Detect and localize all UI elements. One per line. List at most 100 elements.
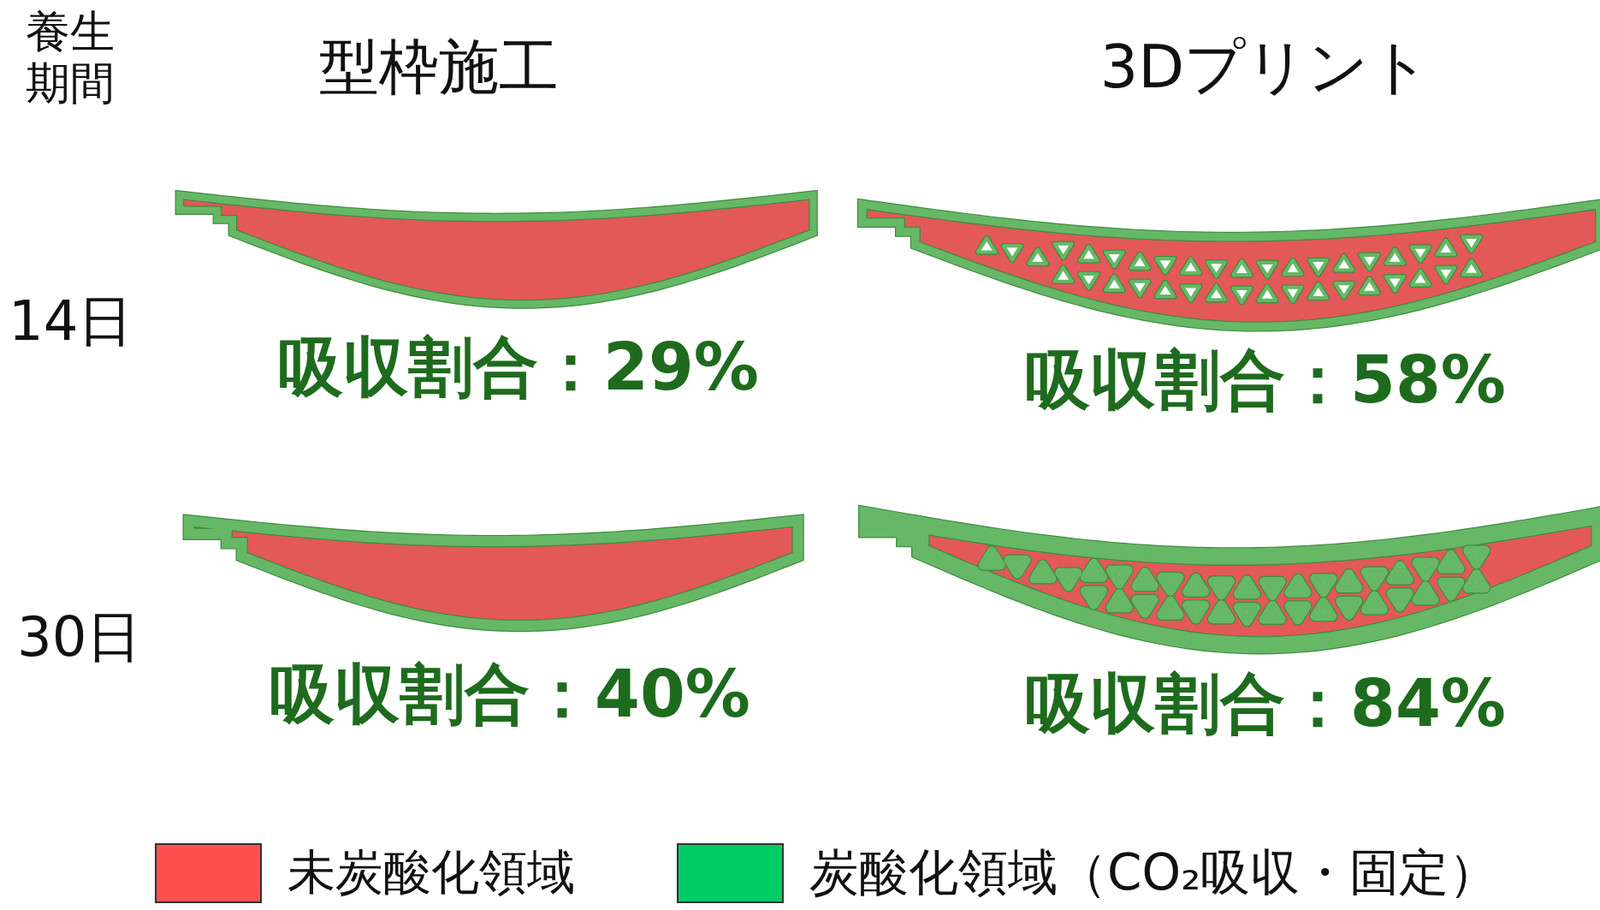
void-outline	[1339, 600, 1358, 615]
void-outline	[1258, 262, 1276, 277]
void-carbonated-ring	[1416, 562, 1435, 576]
void-carbonated-ring	[1110, 569, 1128, 584]
void-carbonated-ring	[1258, 286, 1276, 301]
printed-slab-30d	[867, 515, 1600, 645]
void-carbonated-ring	[1437, 267, 1455, 282]
void-outline	[1156, 282, 1174, 297]
void-carbonated-ring	[1442, 581, 1460, 596]
absorption-ratio: 吸収割合：29%	[278, 329, 759, 404]
void-carbonated-ring	[1136, 571, 1154, 586]
void-outline	[1207, 285, 1225, 300]
void-carbonated-ring	[1136, 598, 1154, 613]
void-carbonated-ring	[1212, 604, 1230, 619]
void-outline	[1335, 283, 1353, 297]
void-carbonated-ring	[1365, 595, 1383, 610]
void-carbonated-ring	[1339, 573, 1358, 587]
void-outline	[1335, 255, 1353, 270]
void-carbonated-ring	[1187, 577, 1205, 592]
void-outline	[1232, 288, 1251, 303]
legend-item: 炭酸化領域（CO₂吸収・固定）	[676, 841, 1499, 903]
void-outline	[1136, 571, 1154, 586]
void-carbonated-ring	[1463, 237, 1481, 251]
void-outline	[1105, 276, 1123, 291]
void-outline	[977, 237, 996, 252]
void-carbonated-ring	[1360, 254, 1378, 269]
void-outline	[1084, 562, 1103, 577]
void-outline	[1161, 576, 1180, 591]
void-outline	[1034, 564, 1052, 579]
void-outline	[1238, 607, 1256, 622]
void-outline	[1416, 586, 1435, 600]
void-carbonated-ring	[1207, 261, 1225, 276]
void-carbonated-ring	[1386, 276, 1404, 291]
void-outline	[1182, 285, 1200, 300]
void-carbonated-ring	[1003, 245, 1021, 260]
void-outline	[1386, 276, 1404, 291]
void-carbonated-ring	[1029, 249, 1047, 264]
void-carbonated-ring	[1105, 276, 1123, 291]
void-outline	[1054, 267, 1073, 282]
legend-item: 未炭酸化領域	[154, 841, 575, 903]
void-outline	[1187, 577, 1205, 592]
column-heading: 3Dプリント	[1100, 32, 1431, 102]
void-outline	[1212, 580, 1230, 595]
void-outline	[983, 551, 1001, 565]
void-carbonated-ring	[1084, 562, 1103, 577]
formwork-slab-30d-carbonated-skin	[189, 520, 799, 626]
void-outline	[1339, 573, 1358, 587]
formwork-slab-30d	[189, 520, 799, 626]
void-outline	[1309, 284, 1328, 298]
void-outline	[1391, 565, 1409, 580]
void-carbonated-ring	[1258, 262, 1276, 277]
void-outline	[1238, 580, 1256, 594]
void-outline	[1008, 559, 1026, 574]
row-label: 14日	[8, 290, 133, 354]
void-outline	[1207, 261, 1225, 276]
void-carbonated-ring	[1391, 565, 1409, 580]
void-carbonated-ring	[1315, 578, 1333, 593]
void-outline	[1079, 246, 1097, 261]
void-carbonated-ring	[1131, 281, 1149, 296]
void-outline	[1315, 578, 1333, 593]
void-outline	[1263, 580, 1281, 595]
void-outline	[1003, 245, 1021, 260]
void-outline	[1437, 267, 1455, 282]
void-outline	[1136, 598, 1154, 613]
void-carbonated-ring	[1034, 564, 1052, 579]
void-carbonated-ring	[1416, 586, 1435, 600]
void-outline	[1289, 605, 1307, 620]
void-outline	[1360, 278, 1378, 293]
void-carbonated-ring	[1060, 572, 1078, 587]
void-outline	[1161, 600, 1180, 615]
void-outline	[1411, 270, 1429, 285]
void-outline	[1437, 240, 1455, 255]
printed-slab-14d-carbonated-skin	[862, 204, 1600, 327]
void-outline	[1365, 595, 1383, 610]
legend-text: 未炭酸化領域	[287, 840, 575, 906]
void-outline	[1232, 260, 1251, 275]
void-outline	[1442, 554, 1460, 569]
void-carbonated-ring	[1232, 288, 1251, 303]
void-outline	[1263, 604, 1281, 619]
void-carbonated-ring	[1468, 550, 1486, 564]
void-carbonated-ring	[1161, 600, 1180, 615]
void-carbonated-ring	[1054, 243, 1073, 258]
void-carbonated-ring	[1289, 578, 1307, 593]
void-carbonated-ring	[1079, 246, 1097, 261]
void-outline	[1386, 249, 1404, 264]
void-carbonated-ring	[1391, 592, 1409, 607]
void-outline	[1156, 258, 1174, 273]
printed-slab-14d	[862, 204, 1600, 327]
column-heading: 型枠施工	[319, 32, 559, 102]
void-outline	[1416, 562, 1435, 576]
void-carbonated-ring	[1365, 571, 1383, 586]
void-carbonated-ring	[1238, 580, 1256, 594]
void-carbonated-ring	[1131, 254, 1149, 268]
legend-swatch	[154, 842, 262, 903]
void-outline	[1131, 254, 1149, 268]
void-outline	[1212, 604, 1230, 619]
void-outline	[1110, 569, 1128, 584]
void-outline	[1110, 593, 1128, 608]
void-outline	[1289, 578, 1307, 593]
